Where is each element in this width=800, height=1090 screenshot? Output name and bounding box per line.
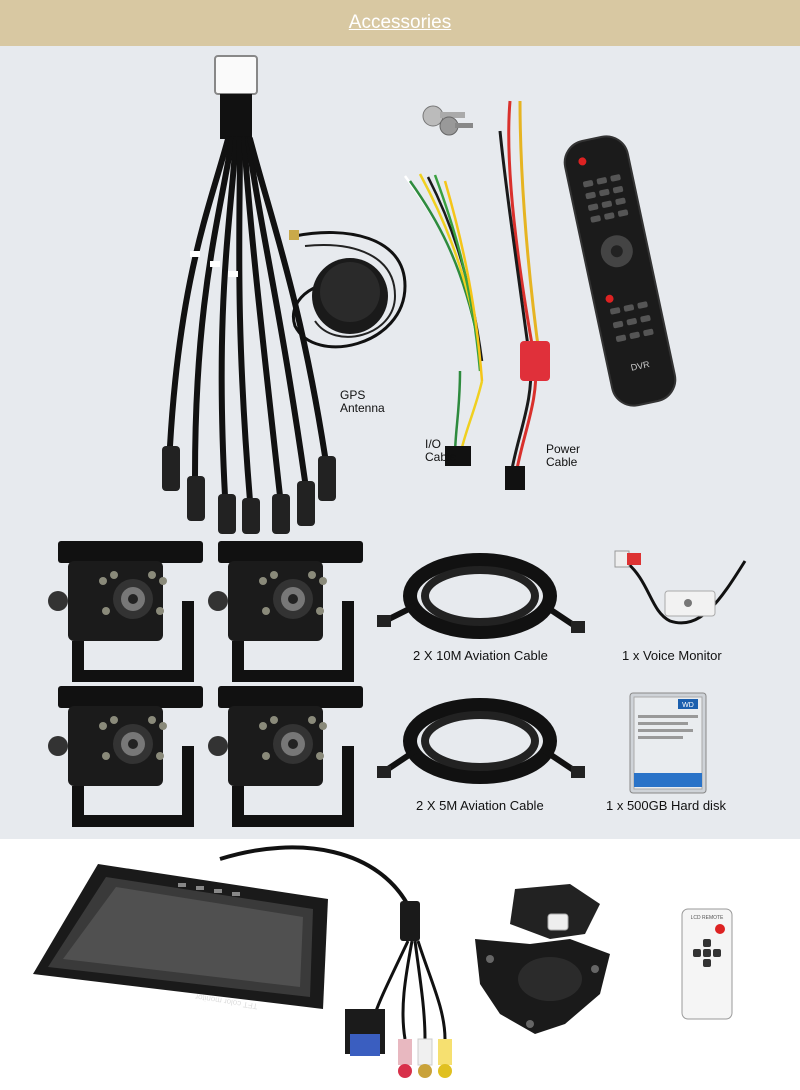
gps-antenna-image [289, 230, 407, 349]
monitor-cable-image [219, 845, 452, 1078]
power-cable-image [498, 100, 550, 490]
header-title: Accessories [348, 12, 452, 33]
camera-4-image [208, 686, 363, 827]
power-label-line1: Power [546, 442, 581, 456]
aviation-10m-caption: 2 X 10M Aviation Cable [413, 648, 548, 663]
monitor-section: TFT color monitor LCD REMOTE [0, 839, 800, 1090]
accessories-header: Accessories [0, 0, 800, 46]
power-label-line2: Cable [546, 455, 578, 469]
keys-image [422, 105, 473, 136]
io-cable-image [403, 173, 484, 466]
gps-antenna-label: GPS Antenna [340, 389, 385, 415]
power-cable-label: Power Cable [546, 443, 580, 469]
camera-2-image [208, 541, 363, 682]
hard-disk-image: WD [629, 692, 707, 794]
io-cable-label: I/O Cable [425, 438, 456, 464]
gps-label-line1: GPS [340, 388, 366, 402]
gps-label-line2: Antenna [340, 401, 385, 415]
dvr-remote-brand: DVR [630, 359, 651, 373]
camera-1-image [48, 541, 203, 682]
camera-3-image [48, 686, 203, 827]
voice-monitor-caption: 1 x Voice Monitor [622, 648, 722, 663]
io-label-line1: I/O [425, 437, 442, 451]
aviation-cable-5m-image [377, 698, 585, 784]
voice-monitor-image [614, 550, 747, 625]
hard-disk-caption: 1 x 500GB Hard disk [606, 798, 726, 813]
tft-monitor-image: TFT color monitor [33, 864, 328, 1011]
aviation-cable-10m-image [377, 553, 585, 639]
dvr-remote-image: DVR [563, 135, 677, 407]
lcd-remote-label: LCD REMOTE [691, 915, 724, 921]
io-label-line2: Cable [425, 450, 457, 464]
hdd-brand: WD [682, 702, 694, 709]
mounting-bracket-image [475, 884, 610, 1034]
camera-harness-cable-image [162, 55, 336, 534]
accessories-panel: GPS Antenna I/O Cable [0, 46, 800, 839]
lcd-remote-image: LCD REMOTE [681, 908, 733, 1020]
aviation-5m-caption: 2 X 5M Aviation Cable [416, 798, 544, 813]
